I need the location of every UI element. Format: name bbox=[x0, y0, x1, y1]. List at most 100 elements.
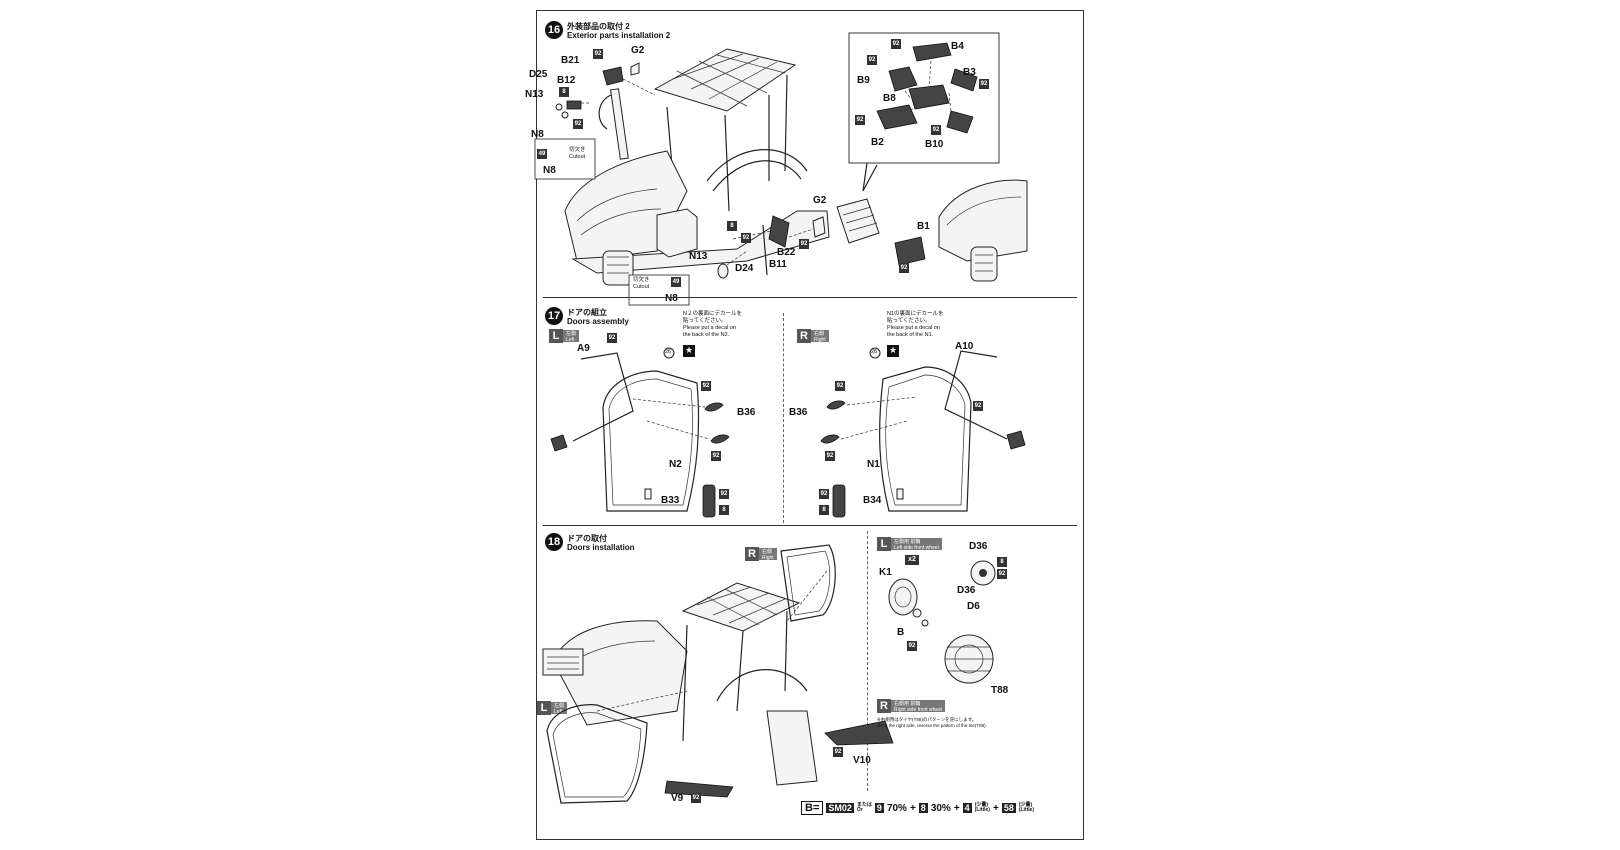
paint-92: 92 bbox=[931, 125, 941, 135]
label-b22: B22 bbox=[777, 247, 796, 258]
tag-en: Right bbox=[814, 337, 826, 343]
right-front-wheel-tag: R 右側用 前輪 Right side front wheel bbox=[877, 699, 946, 713]
label-b36-left: B36 bbox=[737, 407, 756, 418]
tag-text: 右側 Right bbox=[811, 330, 829, 343]
label-b11: B11 bbox=[769, 259, 787, 270]
paint-92: 92 bbox=[997, 569, 1007, 579]
paint-92: 92 bbox=[979, 79, 989, 89]
paint-8: 8 bbox=[727, 221, 737, 231]
formula-4: 4 bbox=[962, 803, 972, 813]
paint-92: 92 bbox=[711, 451, 721, 461]
label-b3: B3 bbox=[963, 67, 976, 78]
label-b34: B34 bbox=[863, 495, 882, 506]
formula-plus: + bbox=[992, 802, 999, 814]
label-n1: N1 bbox=[867, 459, 880, 470]
paint-92: 92 bbox=[899, 263, 909, 273]
tag-letter: R bbox=[797, 329, 811, 343]
instruction-sheet: 16 外装部品の取付 2 Exterior parts installation… bbox=[525, 10, 1084, 840]
label-b33: B33 bbox=[661, 495, 680, 506]
formula-plus: + bbox=[953, 802, 960, 814]
step-17-title-jp: ドアの組立 bbox=[567, 308, 607, 317]
label-g2-mid: G2 bbox=[813, 195, 827, 206]
paint-92: 92 bbox=[891, 39, 901, 49]
step-18-number: 18 bbox=[545, 533, 563, 551]
paint-92: 92 bbox=[855, 115, 865, 125]
formula-b-letter: B bbox=[805, 802, 813, 814]
tag-jp: 右側 bbox=[814, 331, 825, 337]
step-18-divider bbox=[867, 531, 868, 791]
star-icon: ★ bbox=[889, 345, 898, 355]
tag-en: Left bbox=[566, 337, 575, 343]
right-wheel-note: ※右側用はタイヤ(T88)のパターンを逆にします。 ※For the right… bbox=[877, 717, 986, 728]
right-side-tag: R 右側 Right bbox=[797, 329, 829, 343]
tag-en: Right bbox=[762, 555, 774, 561]
tag-jp: 左側 bbox=[566, 331, 577, 337]
label-n13-bottom: N13 bbox=[689, 251, 708, 262]
label-n13-top: N13 bbox=[525, 89, 544, 100]
paint-92: 92 bbox=[799, 239, 809, 249]
tag-jp: 左側用 前輪 bbox=[894, 539, 921, 545]
formula-4-sub: (少量) (Little) bbox=[974, 802, 990, 813]
paint-92: 92 bbox=[867, 55, 877, 65]
formula-70: 70% bbox=[886, 802, 907, 814]
label-d36-top: D36 bbox=[969, 541, 988, 552]
formula-9: 9 bbox=[874, 803, 884, 813]
label-n8-bottom: N8 bbox=[665, 293, 678, 304]
tag-letter: R bbox=[745, 547, 759, 561]
label-b10: B10 bbox=[925, 139, 944, 150]
step-16-tractor-drawing bbox=[534, 32, 1028, 306]
divider-17-18 bbox=[543, 525, 1077, 526]
label-b4: B4 bbox=[951, 41, 964, 52]
paint-92: 92 bbox=[741, 233, 751, 243]
label-t88: T88 bbox=[991, 685, 1009, 696]
cutout-en-1: Cutout bbox=[569, 154, 586, 160]
paint-49: 49 bbox=[671, 277, 681, 287]
step-18-title-en: Doors installation bbox=[567, 543, 635, 552]
label-n8-cutout-1: N8 bbox=[543, 165, 556, 176]
label-d36: D36 bbox=[957, 585, 976, 596]
formula-or-jp: または bbox=[856, 802, 872, 808]
divider-16-17 bbox=[543, 297, 1077, 298]
step-18-tractor-drawing bbox=[542, 544, 996, 804]
tag-en: Left side front wheel bbox=[894, 545, 939, 551]
formula-sm02: SM02 bbox=[826, 803, 854, 813]
step-17-divider bbox=[783, 313, 784, 523]
label-b21: B21 bbox=[561, 55, 580, 66]
formula-or-en: Or bbox=[856, 807, 863, 813]
tag-text: 右側用 前輪 Right side front wheel bbox=[891, 700, 946, 713]
formula-58: 58 bbox=[1001, 803, 1016, 813]
decal-number-left: 26 bbox=[665, 349, 672, 355]
paint-8: 8 bbox=[559, 87, 569, 97]
label-n8-top: N8 bbox=[531, 129, 544, 140]
tag-letter: L bbox=[537, 701, 551, 715]
label-b12: B12 bbox=[557, 75, 576, 86]
step-18-title-jp: ドアの取付 bbox=[567, 534, 607, 543]
cutout-jp-1: 切欠き bbox=[569, 147, 586, 153]
step-17-number: 17 bbox=[545, 307, 563, 325]
note-left-decal: N２の裏面にデカールを 貼ってください。 Please put a decal … bbox=[683, 311, 742, 338]
paint-92: 92 bbox=[833, 747, 843, 757]
tag-jp: 右側 bbox=[762, 549, 773, 555]
tag-letter: L bbox=[877, 537, 891, 551]
formula-b: B= bbox=[801, 801, 824, 815]
paint-92: 92 bbox=[573, 119, 583, 129]
left-side-tag: L 左側 Left bbox=[549, 329, 580, 343]
formula-or: または Or bbox=[857, 803, 872, 813]
step-16-title-en: Exterior parts installation 2 bbox=[567, 31, 671, 40]
paint-mix-formula: B= SM02 または Or 9 70% + 8 30% + 4 (少量) (L… bbox=[801, 801, 1034, 815]
tag-jp: 左側 bbox=[554, 703, 565, 709]
paint-92: 92 bbox=[973, 401, 983, 411]
paint-49: 49 bbox=[537, 149, 547, 159]
label-b8: B8 bbox=[883, 93, 896, 104]
formula-58-sub: (少量) (Little) bbox=[1018, 802, 1035, 813]
tag-text: 右側 Right bbox=[759, 548, 777, 561]
paint-92: 92 bbox=[607, 333, 617, 343]
paint-92: 92 bbox=[907, 641, 917, 651]
formula-8: 8 bbox=[918, 803, 928, 813]
right-door-tag: R 右側 Right bbox=[745, 547, 777, 561]
cutout-jp-2: 切欠き bbox=[633, 277, 650, 283]
tag-en: Left bbox=[554, 709, 563, 715]
label-v10: V10 bbox=[853, 755, 871, 766]
cutout-en-2: Cutout bbox=[633, 284, 650, 290]
paint-92: 92 bbox=[701, 381, 711, 391]
